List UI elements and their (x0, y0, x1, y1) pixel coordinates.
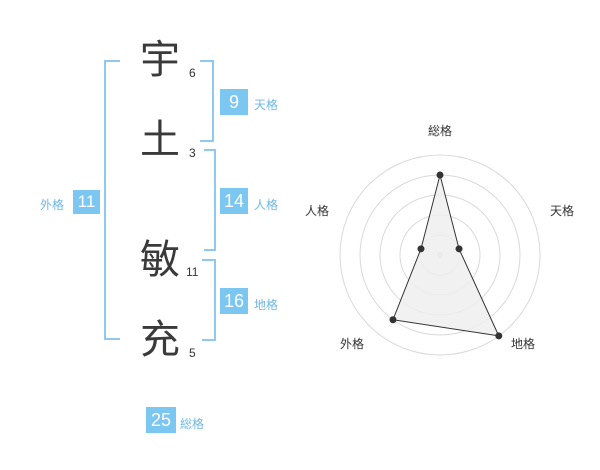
radar-axis-label-gaikaku: 外格 (340, 337, 365, 351)
tenkaku-label: 天格 (254, 98, 279, 112)
radar-axis-label-tenkaku: 天格 (550, 204, 575, 218)
stroke-count-3: 11 (186, 265, 199, 279)
soukaku-label: 総格 (180, 417, 205, 431)
radar-ring (339, 154, 541, 356)
soukaku-value: 25 (146, 407, 176, 433)
radar-point (389, 316, 397, 324)
gaikaku-value: 11 (73, 190, 100, 214)
jinkaku-bracket (204, 149, 216, 251)
radar-point (495, 332, 503, 340)
stroke-count-1: 6 (189, 66, 196, 80)
gaikaku-label: 外格 (40, 198, 65, 212)
radar-area (392, 174, 500, 337)
name-char-2: 土 (140, 117, 180, 163)
radar-points (389, 171, 503, 340)
radar-point (436, 171, 444, 179)
chikaku-bracket (202, 259, 216, 341)
jinkaku-value: 14 (220, 188, 248, 214)
stroke-count-4: 5 (189, 346, 196, 360)
radar-axis-label-chikaku: 地格 (511, 337, 536, 351)
chikaku-label: 地格 (254, 298, 279, 312)
jinkaku-label: 人格 (254, 198, 279, 212)
name-char-1: 宇 (140, 37, 180, 83)
gaikaku-bracket (104, 60, 120, 340)
radar-axis-label-jinkaku: 人格 (305, 204, 330, 218)
radar-point (417, 245, 425, 253)
fortune-radar-chart (339, 154, 541, 356)
radar-axis-label-soukaku: 総格 (428, 124, 453, 138)
stroke-count-2: 3 (189, 146, 196, 160)
chikaku-value: 16 (220, 288, 248, 314)
name-char-3: 敏 (140, 237, 180, 283)
name-char-4: 充 (140, 317, 180, 363)
tenkaku-bracket (200, 60, 214, 142)
tenkaku-value: 9 (220, 89, 248, 115)
radar-point (455, 245, 463, 253)
